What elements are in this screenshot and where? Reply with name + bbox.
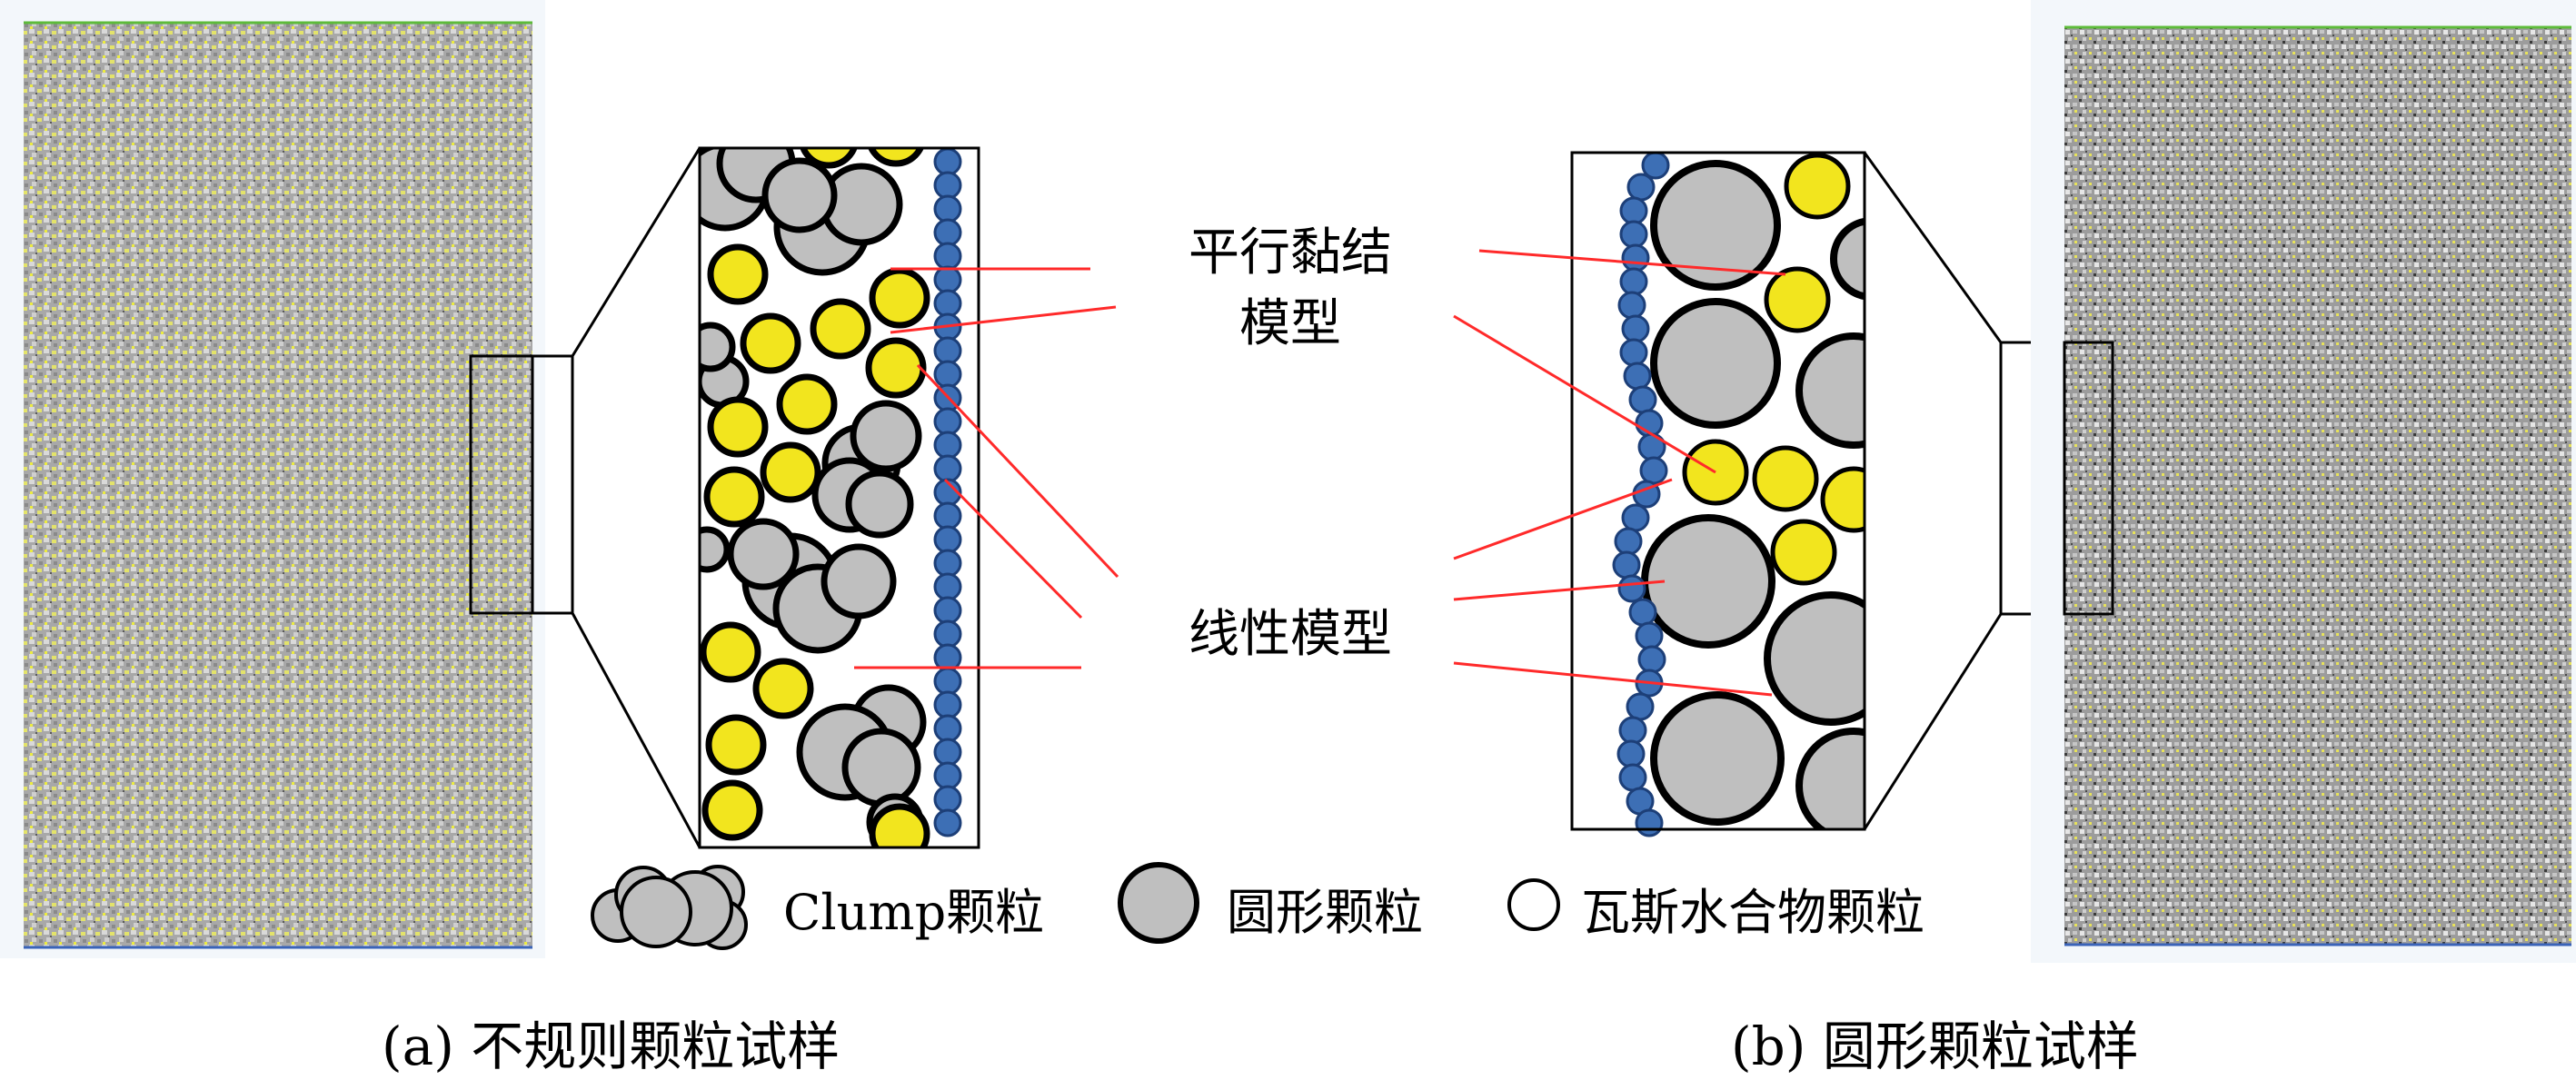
parallel-bond-label-line1: 平行黏结 — [1189, 223, 1392, 282]
bond-pointer-lines — [854, 249, 1786, 697]
left-zoom-view — [698, 146, 980, 849]
hydrate-legend-label: 瓦斯水合物颗粒 — [1581, 884, 1925, 941]
linear-model-label: 线性模型 — [1189, 605, 1392, 664]
hydrate-particles — [700, 148, 930, 847]
circular-particles — [1641, 160, 1865, 829]
parallel-bond-label: 平行黏结 模型 — [1181, 218, 1399, 360]
wall-particles-right — [1612, 151, 1670, 837]
clump-legend-label: Clump颗粒 — [783, 884, 1045, 941]
caption-left: (a) 不规则颗粒试样 — [382, 1016, 840, 1077]
left-zoom-connector — [532, 147, 701, 848]
parallel-bond-label-line2: 模型 — [1239, 294, 1341, 353]
left-specimen — [0, 0, 545, 958]
clump-legend-icon — [591, 865, 748, 950]
hydrate-particles-right — [1682, 153, 1865, 586]
circular-legend-label: 圆形颗粒 — [1227, 884, 1423, 941]
right-specimen — [2031, 0, 2576, 963]
right-zoom-region — [2063, 341, 2114, 616]
right-zoom-view — [1570, 151, 1866, 837]
hydrate-legend-icon — [1507, 878, 1560, 931]
caption-right: (b) 圆形颗粒试样 — [1731, 1016, 2139, 1077]
left-zoom-region — [469, 354, 534, 615]
circular-legend-icon — [1118, 862, 1199, 944]
